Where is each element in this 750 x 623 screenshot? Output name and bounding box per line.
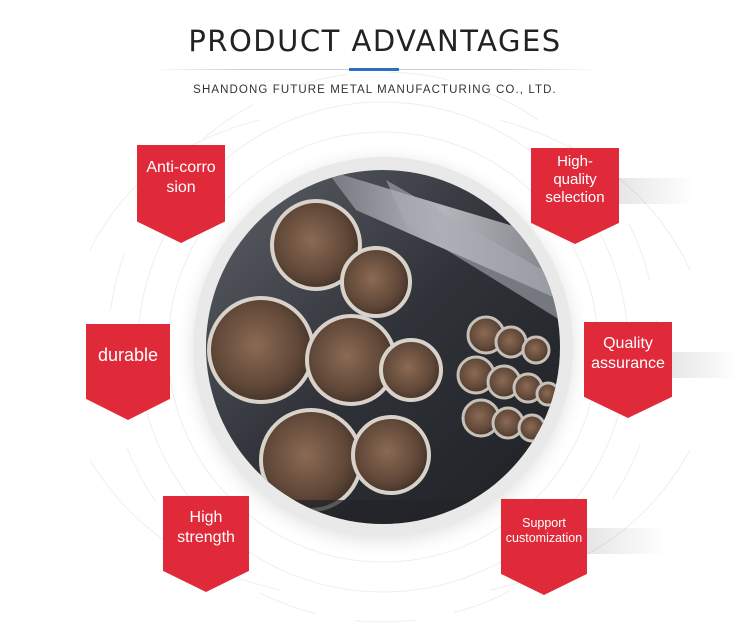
feature-label: Support xyxy=(522,515,566,530)
feature-label: High xyxy=(189,509,223,527)
feature-label: strength xyxy=(177,529,235,546)
feature-label: Quality xyxy=(603,335,653,353)
feature-label: assurance xyxy=(591,355,665,372)
tag-shadow xyxy=(668,352,738,378)
feature-label: Anti-corro xyxy=(146,159,216,177)
feature-tag-durable: durable xyxy=(86,324,170,420)
title-divider-accent xyxy=(349,68,399,71)
feature-label: sion xyxy=(166,179,196,196)
feature-label: customization xyxy=(505,531,583,545)
feature-label: High-quality xyxy=(553,152,597,188)
feature-tag-quality-assurance: Quality assurance xyxy=(584,322,672,418)
tag-shadow xyxy=(615,178,695,204)
tag-shadow xyxy=(585,528,665,554)
feature-tag-high-strength: High strength xyxy=(163,496,249,592)
feature-tag-anti-corrosion: Anti-corro sion xyxy=(137,145,225,243)
feature-label: selection xyxy=(545,189,605,207)
company-name: SHANDONG FUTURE METAL MANUFACTURING CO.,… xyxy=(193,84,557,96)
page-title: PRODUCT ADVANTAGES xyxy=(188,24,562,58)
feature-label: durable xyxy=(97,345,159,366)
steel-pipes-photo xyxy=(206,170,560,524)
